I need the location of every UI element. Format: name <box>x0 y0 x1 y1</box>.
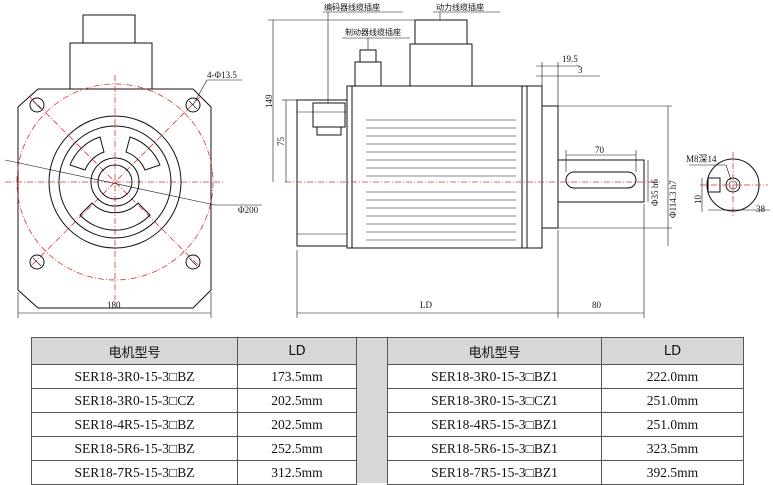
model-table-right: 电机型号 LD SER18-3R0-15-3□BZ1 222.0mm SER18… <box>387 337 744 485</box>
thread-label: M8深14 <box>686 154 717 164</box>
model-table-left: 电机型号 LD SER18-3R0-15-3□BZ 173.5mm SER18-… <box>31 337 357 485</box>
brake-connector-label: 制动器线缆插座 <box>345 27 401 37</box>
header-ld: LD <box>601 337 744 365</box>
model-cell: SER18-3R0-15-3□BZ <box>31 364 238 389</box>
body-length-dimension: LD <box>420 300 432 310</box>
table-row: SER18-7R5-15-3□BZ1 392.5mm <box>387 460 744 485</box>
table-row: SER18-5R6-15-3□BZ 252.5mm <box>31 436 357 461</box>
ld-cell: 222.0mm <box>601 364 744 389</box>
side-view: 编码器线缆插座 动力线缆插座 制动器线缆插座 149 75 19.5 3 70 … <box>264 2 678 318</box>
ld-cell: 312.5mm <box>237 460 357 485</box>
dim-3: 3 <box>578 65 583 75</box>
ld-cell: 251.0mm <box>601 388 744 413</box>
ld-cell: 173.5mm <box>237 364 357 389</box>
key-height-dimension: 38 <box>756 204 766 214</box>
key-length-dimension: 70 <box>595 145 605 155</box>
ld-cell: 252.5mm <box>237 436 357 461</box>
table-header-row: 电机型号 LD <box>31 337 357 365</box>
flange-width-dimension: 180 <box>107 300 121 310</box>
ld-cell: 251.0mm <box>601 412 744 437</box>
ld-cell: 392.5mm <box>601 460 744 485</box>
cooling-fins <box>366 119 516 241</box>
model-cell: SER18-3R0-15-3□CZ1 <box>387 388 602 413</box>
table-row: SER18-5R6-15-3□BZ1 323.5mm <box>387 436 744 461</box>
model-cell: SER18-7R5-15-3□BZ <box>31 460 238 485</box>
model-cell: SER18-3R0-15-3□CZ <box>31 388 238 413</box>
model-cell: SER18-3R0-15-3□BZ1 <box>387 364 602 389</box>
table-row: SER18-4R5-15-3□BZ 202.5mm <box>31 412 357 437</box>
height-75-dimension: 75 <box>276 137 286 147</box>
table-header-row: 电机型号 LD <box>387 337 744 365</box>
header-ld: LD <box>237 337 357 365</box>
table-row: SER18-3R0-15-3□CZ 202.5mm <box>31 388 357 413</box>
spigot-diameter-dimension: Φ114.3 h7 <box>668 180 678 218</box>
shaft-diameter-dimension: Φ35 h6 <box>650 179 660 206</box>
table-row: SER18-7R5-15-3□BZ 312.5mm <box>31 460 357 485</box>
motor-dimension-drawing: 4-Φ13.5 Φ200 180 <box>4 2 770 318</box>
power-connector-label: 动力线缆插座 <box>436 2 484 12</box>
model-cell: SER18-5R6-15-3□BZ1 <box>387 436 602 461</box>
table-row: SER18-3R0-15-3□BZ1 222.0mm <box>387 364 744 389</box>
pcd-dimension: Φ200 <box>238 205 259 215</box>
shaft-length-dimension: 80 <box>592 300 602 310</box>
encoder-connector-label: 编码器线缆插座 <box>324 2 380 12</box>
ld-cell: 323.5mm <box>601 436 744 461</box>
height-149-dimension: 149 <box>264 94 274 108</box>
model-cell: SER18-7R5-15-3□BZ1 <box>387 460 602 485</box>
dim-19-5: 19.5 <box>562 54 578 64</box>
model-cell: SER18-5R6-15-3□BZ <box>31 436 238 461</box>
shaft-end-view: M8深14 10 38 <box>686 152 770 218</box>
header-model: 电机型号 <box>387 337 602 365</box>
key-width-dimension: 10 <box>693 195 703 205</box>
table-row: SER18-3R0-15-3□BZ 173.5mm <box>31 364 357 389</box>
model-cell: SER18-4R5-15-3□BZ1 <box>387 412 602 437</box>
ld-cell: 202.5mm <box>237 388 357 413</box>
ld-cell: 202.5mm <box>237 412 357 437</box>
header-model: 电机型号 <box>31 337 238 365</box>
table-row: SER18-3R0-15-3□CZ1 251.0mm <box>387 388 744 413</box>
front-view: 4-Φ13.5 Φ200 180 <box>4 14 262 318</box>
table-row: SER18-4R5-15-3□BZ1 251.0mm <box>387 412 744 437</box>
holes-dimension: 4-Φ13.5 <box>207 70 237 80</box>
model-cell: SER18-4R5-15-3□BZ <box>31 412 238 437</box>
table-divider <box>357 337 387 483</box>
